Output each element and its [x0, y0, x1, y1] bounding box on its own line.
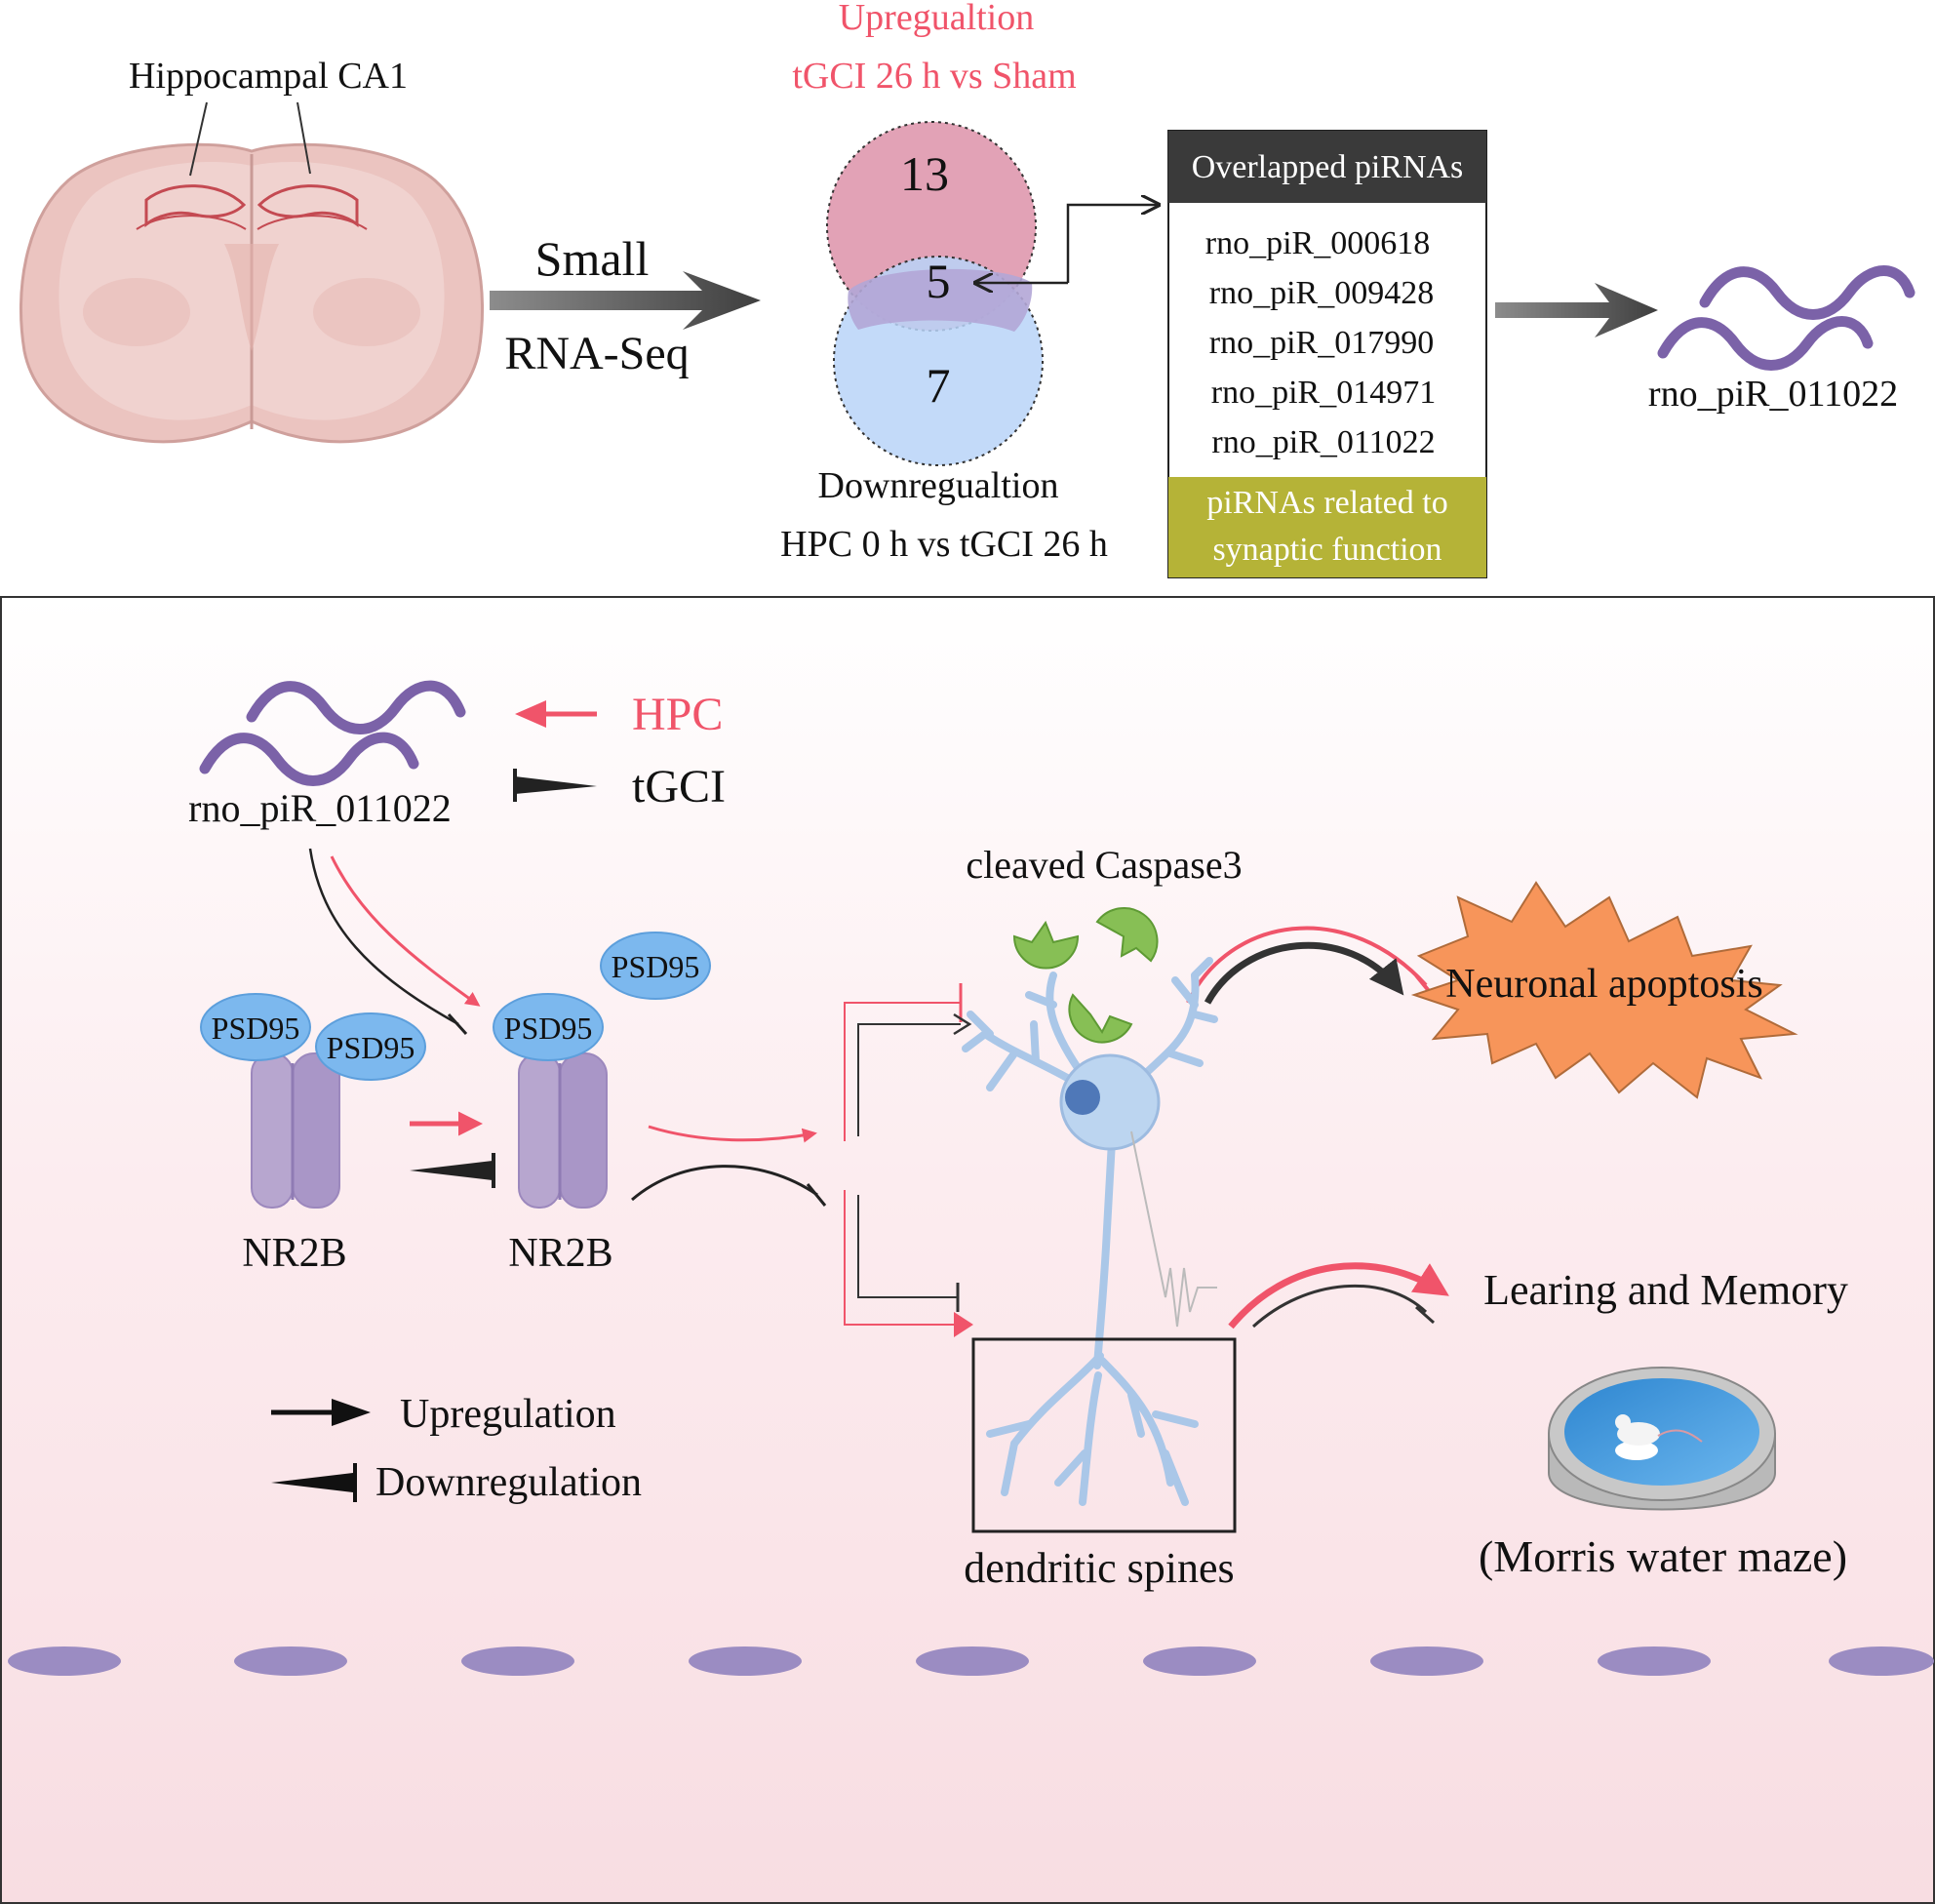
psd95-left-1 — [200, 993, 311, 1061]
neuron-soma — [1059, 1053, 1161, 1151]
caspase-label: cleaved Caspase3 — [966, 843, 1242, 887]
legend-up-label: Upregulation — [400, 1392, 616, 1437]
legend-down-label: Downregulation — [375, 1460, 642, 1505]
result-arrow — [1495, 283, 1658, 337]
psd95-left-2-label: PSD95 — [327, 1030, 415, 1065]
venn-overlap-count: 5 — [927, 254, 951, 308]
overlap-item-4: rno_piR_014971 — [1211, 375, 1436, 411]
neuron-signal-trace — [1130, 1130, 1217, 1328]
branch-red-line — [844, 1002, 961, 1326]
venn-down-title-line2: HPC 0 h vs tGCI 26 h — [780, 524, 1108, 565]
psd95-left-1-label: PSD95 — [212, 1011, 300, 1046]
learning-memory-label: Learing and Memory — [1483, 1266, 1848, 1314]
seq-label-line2: RNA-Seq — [504, 328, 689, 379]
legend-down-symbol — [271, 1463, 357, 1502]
venn-down-only-count: 7 — [927, 358, 951, 413]
overlap-box-header: Overlapped piRNAs — [1192, 149, 1464, 185]
neuronal-apoptosis-label: Neuronal apoptosis — [1445, 962, 1762, 1007]
morris-water-maze-icon — [1548, 1367, 1776, 1511]
venn-down-title-line1: Downregualtion — [818, 465, 1059, 506]
seq-label-line1: Small — [535, 231, 650, 286]
pirna-to-psd95-inhibit — [308, 848, 459, 1026]
sequencing-arrow — [490, 271, 761, 330]
caspase-to-apoptosis-red-inhibit — [1186, 926, 1428, 1004]
pirna-wave-icon-top — [1657, 265, 1915, 371]
result-pirna-label: rno_piR_011022 — [1648, 374, 1898, 415]
pirna-inhibit-bar — [447, 1012, 468, 1036]
overlap-box-footer-line1: piRNAs related to — [1206, 485, 1447, 521]
nr2b-to-branch-inhibit — [631, 1165, 818, 1202]
overlap-item-3: rno_piR_017990 — [1209, 325, 1434, 361]
overlap-item-5: rno_piR_011022 — [1211, 424, 1435, 460]
psd95-free — [600, 932, 711, 1000]
caspase-black-arrowhead — [953, 1012, 972, 1036]
brain-region-label: Hippocampal CA1 — [129, 56, 408, 97]
pirna-label: rno_piR_011022 — [188, 786, 452, 830]
branch-inhibit-bar — [806, 1183, 827, 1207]
pirna-to-psd95-red-arrow — [330, 855, 481, 1007]
top-panel: Hippocampal CA1 Small RNA-Seq Upregualti… — [20, 0, 1915, 578]
pirna-wave-icon — [199, 680, 466, 786]
nr2b-to-branch-red-arrow — [648, 1125, 817, 1143]
dendritic-spines-label: dendritic spines — [964, 1544, 1234, 1592]
overlap-connector-arrow — [1066, 205, 1159, 283]
morris-water-maze-label: (Morris water maze) — [1479, 1531, 1847, 1581]
venn-up-title-line1: Upregualtion — [839, 0, 1035, 38]
neuron-to-learning-red-arrow — [1228, 1262, 1449, 1329]
hpc-label: HPC — [632, 689, 723, 740]
psd95-right-1 — [493, 993, 604, 1061]
hpc-up-arrow — [515, 700, 597, 728]
brain-section-image — [20, 101, 484, 444]
overlap-box-footer-bg — [1168, 477, 1486, 577]
psd95-left-2 — [315, 1012, 426, 1081]
venn-up-only-count: 13 — [900, 146, 949, 201]
nr2b-receptor-right — [518, 1052, 608, 1209]
overlap-item-2: rno_piR_009428 — [1209, 275, 1434, 311]
tgci-inhibit-symbol — [513, 769, 597, 802]
dendritic-spines-box — [971, 1337, 1237, 1533]
venn-up-title-line2: tGCI 26 h vs Sham — [792, 56, 1076, 97]
bottom-panel: rno_piR_011022 HPC tGCI PSD95 PSD95 NR2B — [0, 596, 1935, 1904]
bottom-panel-frame — [0, 596, 1935, 1904]
neuron-to-learning-inhibit — [1251, 1284, 1428, 1329]
overlap-box: Overlapped piRNAs rno_piR_000618 rno_piR… — [1167, 130, 1487, 578]
neuronal-apoptosis-starburst — [1410, 881, 1798, 1099]
legend-up-arrow — [271, 1399, 371, 1426]
learning-inhibit-bar — [1415, 1305, 1435, 1325]
membrane-dashed-line — [8, 1646, 1934, 1676]
nr2b-left-label: NR2B — [242, 1231, 346, 1276]
spines-red-arrowhead — [954, 1312, 973, 1337]
nr2b-right-label: NR2B — [508, 1231, 612, 1276]
branch-black-line — [857, 1023, 961, 1298]
overlap-item-1: rno_piR_000618 — [1205, 225, 1430, 261]
overlap-box-header-bg — [1168, 131, 1486, 203]
cleaved-caspase3-icon — [1012, 907, 1159, 1044]
overlap-box-footer-line2: synaptic function — [1212, 532, 1441, 568]
psd95-right-1-label: PSD95 — [504, 1011, 593, 1046]
psd95-free-label: PSD95 — [612, 949, 700, 984]
caspase-to-apoptosis-black-arrow — [1204, 941, 1404, 1005]
nr2b-receptor-left — [251, 1052, 340, 1209]
nr2b-inhibit-symbol — [410, 1153, 495, 1188]
tgci-label: tGCI — [632, 761, 726, 813]
